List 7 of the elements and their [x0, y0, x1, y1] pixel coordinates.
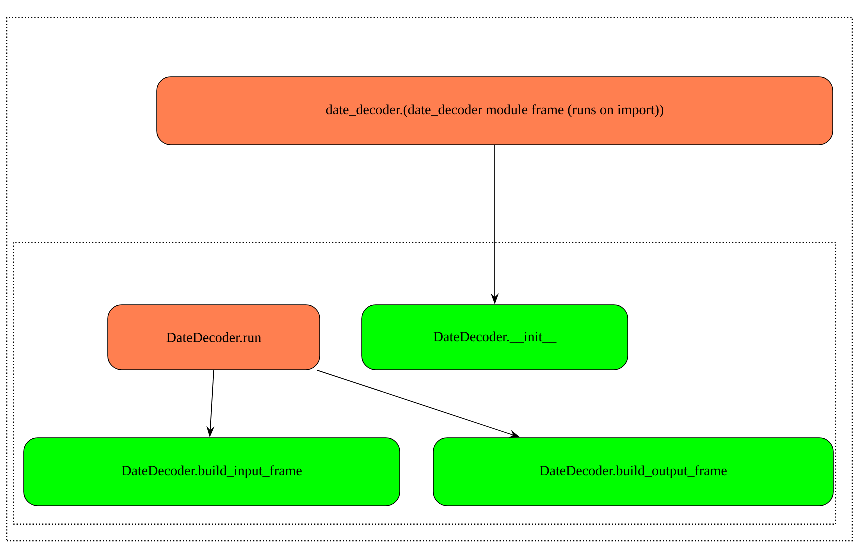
cluster-frame: [6, 17, 854, 542]
cluster-frame: [13, 242, 836, 525]
process-box: DateDecoder.build_input_frame: [24, 438, 400, 506]
process-box: DateDecoder.run: [108, 304, 320, 370]
process-box: DateDecoder.build_output_frame: [433, 438, 834, 506]
process-box: date_decoder.(date_decoder module frame (runs on import)): [156, 76, 834, 146]
process-box: DateDecoder.__init__: [362, 304, 628, 370]
